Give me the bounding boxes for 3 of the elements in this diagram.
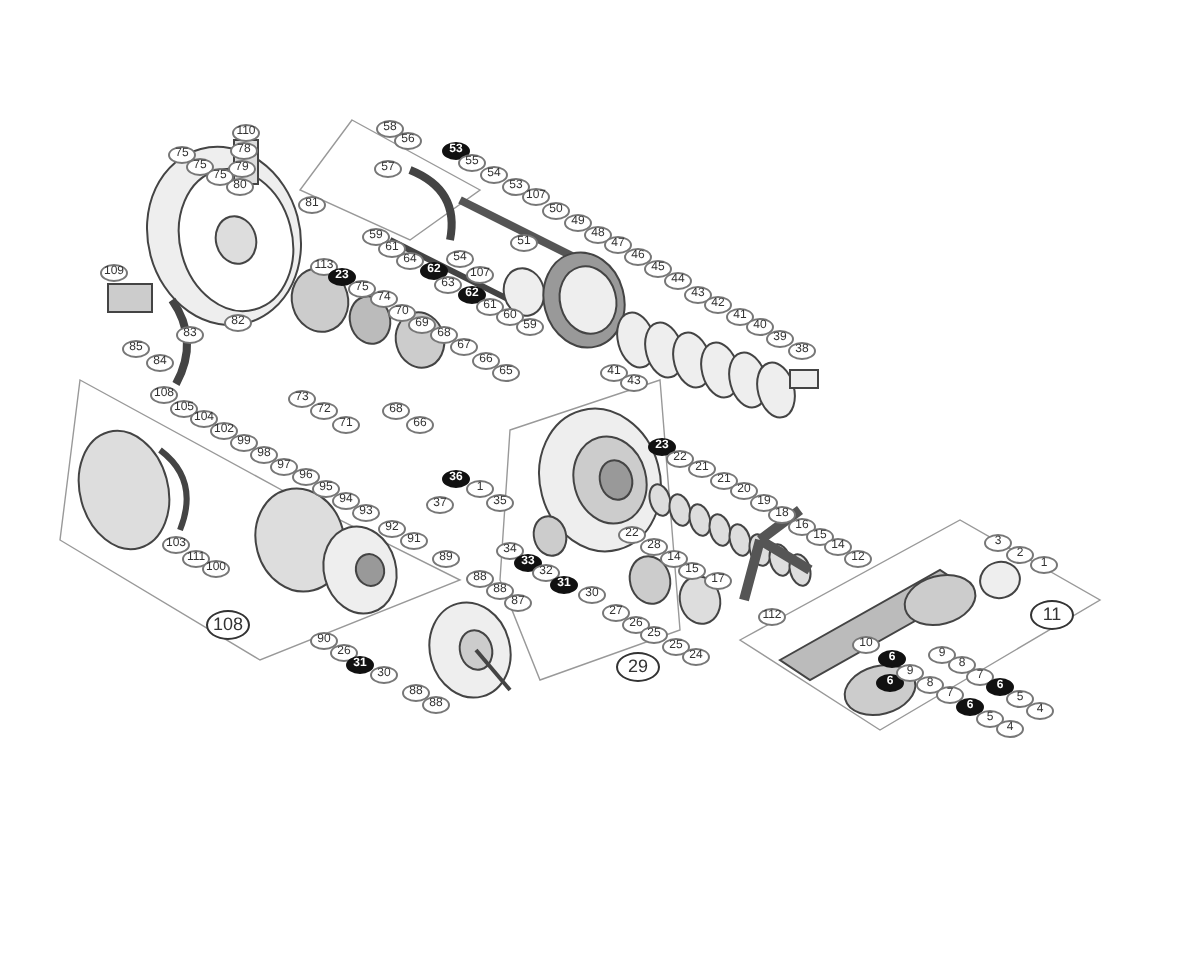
assembly-number: 11 <box>1030 599 1074 629</box>
assembly-number: 29 <box>616 651 660 681</box>
assembly-number: 108 <box>206 609 250 639</box>
